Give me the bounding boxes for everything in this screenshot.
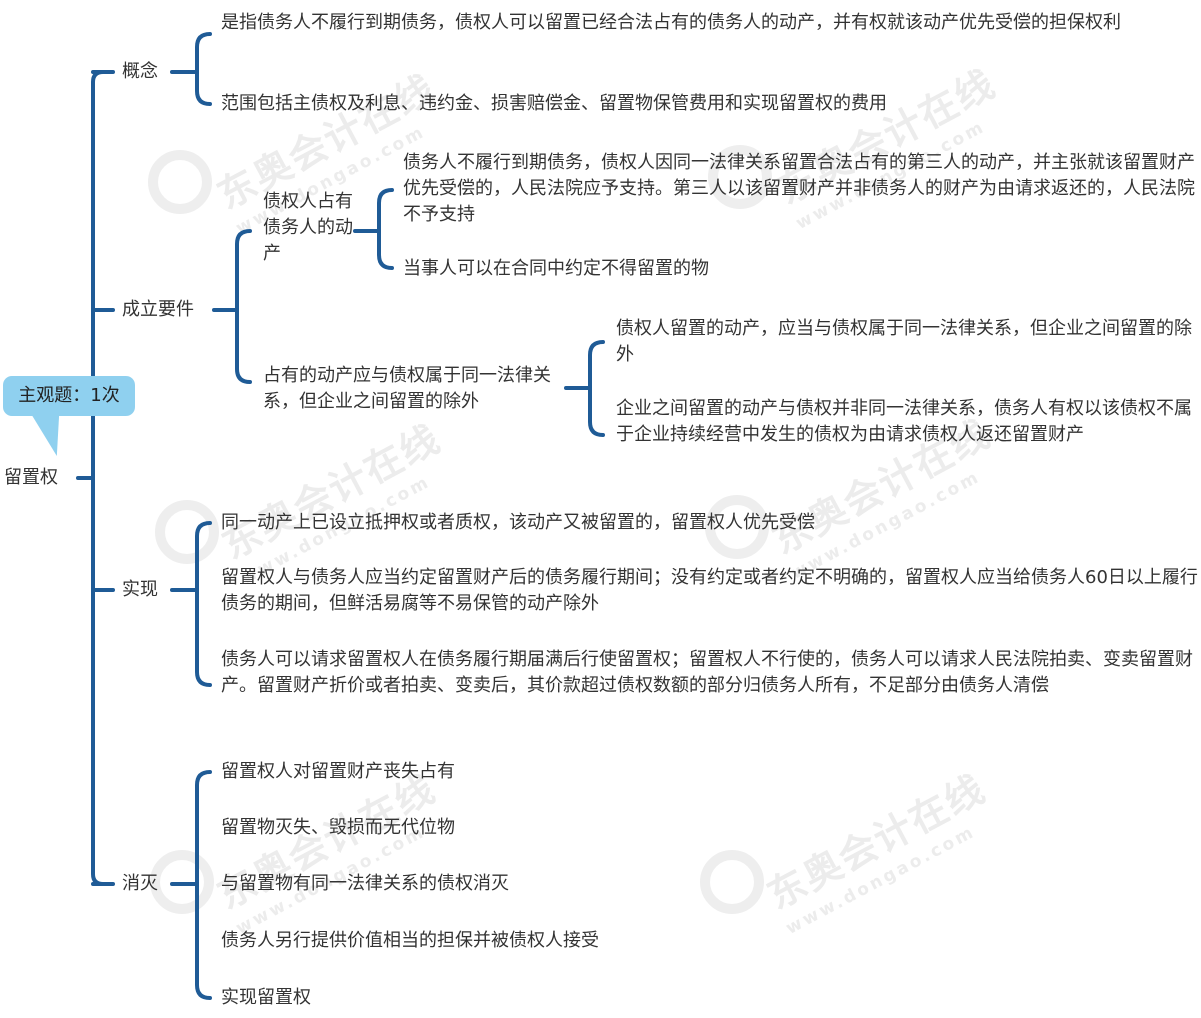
requirements-bracket: [235, 229, 252, 384]
extinction-item: 留置物灭失、毁损而无代位物: [221, 817, 455, 838]
sub1-item: 当事人可以在合同中约定不得留置的物: [403, 258, 709, 279]
realization-item: 同一动产上已设立抵押权或者质权，该动产又被留置的，留置权人优先受偿: [221, 512, 815, 533]
extinction-bracket: [195, 770, 212, 1000]
realization-bracket: [195, 521, 212, 687]
root-node: 留置权: [4, 467, 58, 488]
branch-concept: 概念: [122, 61, 158, 82]
extinction-item: 实现留置权: [221, 987, 311, 1008]
realization-item: 债务人可以请求留置权人在债务履行期届满后行使留置权；留置权人不行使的，债务人可以…: [221, 649, 1193, 696]
watermark-logo-icon: [705, 495, 769, 559]
concept-bracket: [195, 32, 212, 106]
branch-requirements: 成立要件: [122, 299, 194, 320]
concept-item: 是指债务人不履行到期债务，债权人可以留置已经合法占有的债务人的动产，并有权就该动…: [221, 12, 1121, 33]
watermark-logo-icon: [155, 500, 219, 564]
concept-item: 范围包括主债权及利息、违约金、损害赔偿金、留置物保管费用和实现留置权的费用: [221, 93, 887, 114]
branch-extinction: 消灭: [122, 873, 158, 894]
extinction-item: 与留置物有同一法律关系的债权消灭: [221, 873, 509, 894]
extinction-item: 留置权人对留置财产丧失占有: [221, 761, 455, 782]
sub1-item: 债务人不履行到期债务，债权人因同一法律关系留置合法占有的第三人的动产，并主张就该…: [403, 152, 1195, 225]
watermark-logo-icon: [708, 145, 772, 209]
sub2-item: 债权人留置的动产，应当与债权属于同一法律关系，但企业之间留置的除外: [616, 318, 1192, 365]
main-spine: [91, 70, 105, 886]
sub2-bracket: [588, 340, 605, 437]
requirements-sub1: 债权人占有债务人的动产: [263, 191, 353, 264]
watermark-logo-icon: [150, 850, 214, 914]
sub1-bracket: [377, 188, 394, 270]
sub2-item: 企业之间留置的动产与债权并非同一法律关系，债务人有权以该债权不属于企业持续经营中…: [616, 398, 1192, 445]
callout-badge: 主观题：1次: [3, 376, 135, 416]
realization-item: 留置权人与债务人应当约定留置财产后的债务履行期间；没有约定或者约定不明确的，留置…: [221, 567, 1198, 614]
extinction-item: 债务人另行提供价值相当的担保并被债权人接受: [221, 930, 599, 951]
watermark-logo-icon: [700, 850, 764, 914]
requirements-sub2: 占有的动产应与债权属于同一法律关系，但企业之间留置的除外: [263, 365, 551, 412]
branch-realization: 实现: [122, 579, 158, 600]
watermark-logo-icon: [148, 150, 212, 214]
